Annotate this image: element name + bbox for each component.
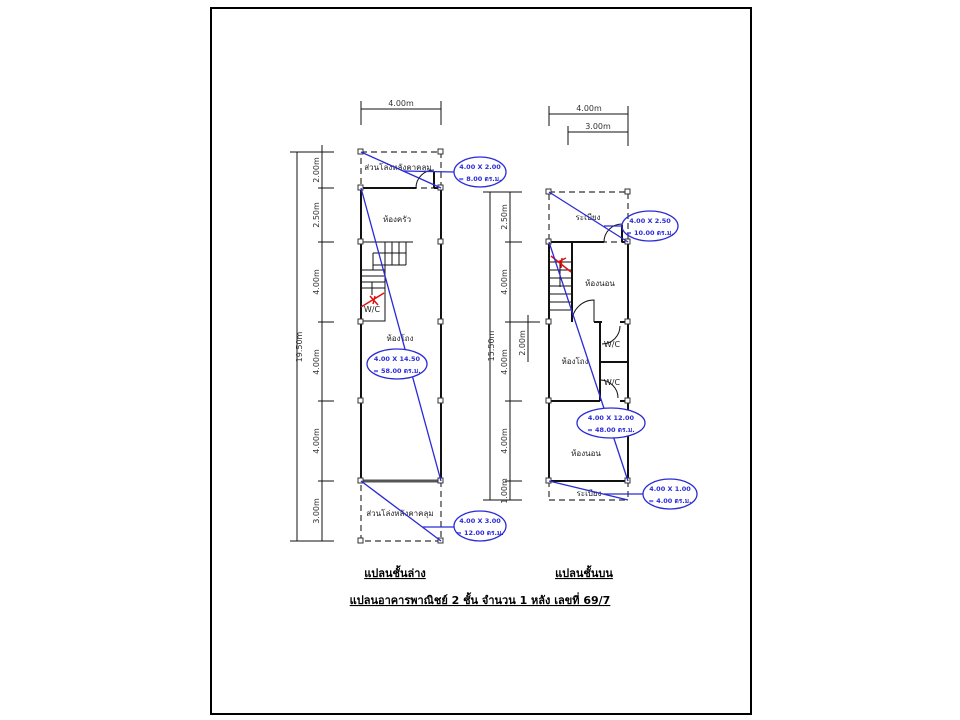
room-label: ห้องครัว [383,215,411,224]
room-label: W/C [364,305,381,314]
area-value: = 12.00 ตร.ม. [456,529,503,537]
upper-plan: 4.00m 3.00m 15.50m 2.50m 4.00m 4.00m 4.0… [483,104,698,510]
lower-total-dim: 19.50m [295,331,304,362]
area-dims: 4.00 X 2.50 [629,217,671,225]
upper-inner-width-dim: 3.00m [585,122,611,131]
room-label: ส่วนโล่งหลังคาคลุม [364,162,431,172]
area-dims: 4.00 X 3.00 [459,517,501,525]
dim-label: 2.00m [518,330,527,356]
main-title: แปลนอาคารพาณิชย์ 2 ชั้น จำนวน 1 หลัง เลข… [350,592,611,607]
area-value: = 58.00 ตร.ม. [373,367,420,375]
area-value: = 48.00 ตร.ม. [587,426,634,434]
room-label: ห้องนอน [585,279,615,288]
dim-label: 3.00m [312,498,321,524]
dim-label: 4.00m [312,428,321,454]
area-value: = 8.00 ตร.ม. [459,175,502,183]
area-dims: 4.00 X 1.00 [649,485,691,493]
room-label: ส่วนโล่งหลังคาคลุม [366,508,433,518]
dim-label: 2.50m [500,204,509,230]
upper-width-dim: 4.00m [576,104,602,113]
room-label: ห้องโถง [386,333,413,343]
room-label: ระเบียง [577,489,602,498]
lower-plan-title: แปลนชั้นล่าง [364,565,426,580]
room-label: ระเบียง [576,213,601,222]
dim-label: 2.00m [312,157,321,183]
room-label: ห้องโถง [561,356,588,366]
dim-label: 4.00m [312,349,321,375]
upper-total-dim: 15.50m [487,330,496,361]
dim-label: 2.50m [312,202,321,228]
room-label: ห้องนอน [571,449,601,458]
lower-plan: 4.00m 19.50m 2.00m 2.50m 4.00m 4.00m 4.0… [290,99,507,544]
dim-label: 4.00m [312,269,321,295]
lower-width-dim: 4.00m [388,99,414,108]
area-value: = 10.00 ตร.ม. [626,229,673,237]
dim-label: 4.00m [500,349,509,375]
dim-label: 4.00m [500,428,509,454]
area-dims: 4.00 X 2.00 [459,163,501,171]
upper-plan-title: แปลนชั้นบน [555,565,613,580]
area-dims: 4.00 X 14.50 [374,355,421,363]
dim-label: 1.00m [500,478,509,504]
page-frame [210,7,752,715]
area-value: = 4.00 ตร.ม. [649,497,692,505]
room-label: W/C [604,378,621,387]
room-label: W/C [604,340,621,349]
dim-label: 4.00m [500,269,509,295]
area-dims: 4.00 X 12.00 [588,414,635,422]
